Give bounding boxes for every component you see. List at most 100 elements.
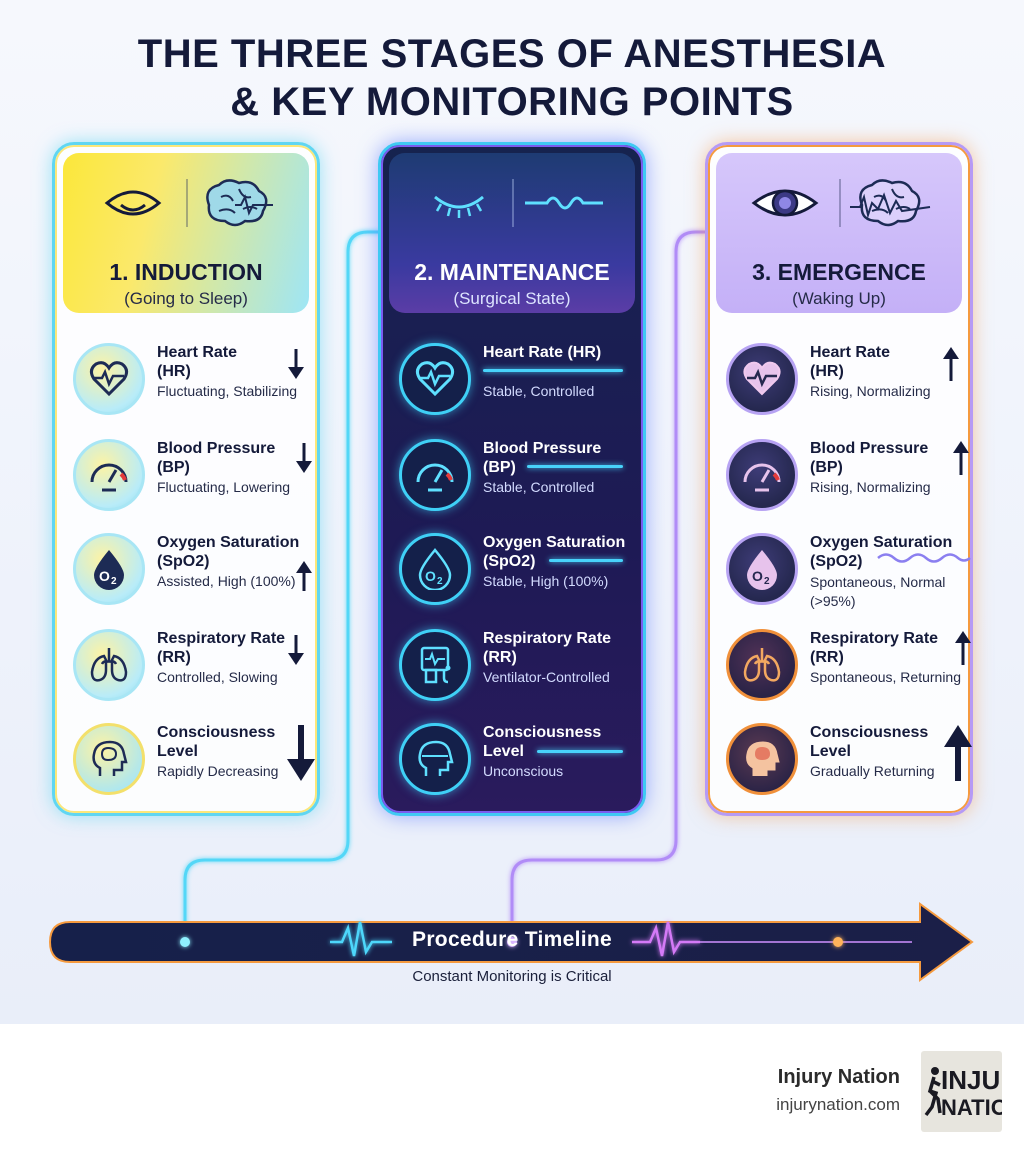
metric-name: Consciousness <box>483 724 602 741</box>
trend-down-arrow-icon <box>288 349 304 379</box>
trend-down-arrow-icon <box>288 635 304 665</box>
stable-line <box>549 559 623 562</box>
metric-status: Ventilator-Controlled <box>483 669 610 685</box>
metric-status: Stable, Controlled <box>483 479 595 495</box>
stage-panel-emergence: 3. EMERGENCE (Waking Up) Heart Rate(HR) … <box>705 142 973 816</box>
stage-subtitle: (Going to Sleep) <box>124 289 248 308</box>
svg-text:O: O <box>752 568 763 584</box>
metric-abbr: (SpO2) <box>157 553 210 570</box>
metric-name: Blood Pressure <box>810 440 929 457</box>
stage-title: 3. EMERGENCE <box>752 259 926 285</box>
stage-title: 1. INDUCTION <box>109 259 263 285</box>
trend-up-arrow-icon <box>955 631 971 665</box>
closed-eye-icon <box>429 175 489 231</box>
metric-status: Fluctuating, Lowering <box>157 479 291 495</box>
metric-name: Respiratory Rate <box>157 630 286 647</box>
running-figure-icon <box>924 1067 942 1117</box>
metric-row-respiratory-rate: Respiratory Rate (RR) Controlled, Slowing <box>73 625 307 705</box>
metric-abbr: (SpO2) <box>810 553 863 570</box>
metric-name: Blood Pressure <box>483 440 602 457</box>
infographic-canvas: THE THREE STAGES OF ANESTHESIA & KEY MON… <box>0 0 1024 1024</box>
svg-text:2: 2 <box>111 576 117 587</box>
timeline-note: Constant Monitoring is Critical <box>412 968 612 985</box>
metric-name: Heart Rate (HR) <box>483 344 602 361</box>
metric-name: Oxygen Saturation <box>483 534 626 551</box>
heart-icon <box>743 361 781 396</box>
trend-up-arrow-icon <box>953 441 969 475</box>
metric-row-blood-pressure: Blood Pressure (BP) Fluctuating, Lowering <box>73 435 312 515</box>
metric-abbr: (RR) <box>810 649 844 666</box>
timeline-label: Procedure Timeline <box>412 928 612 951</box>
metric-abbr: (SpO2) <box>483 553 536 570</box>
metric-name: Heart Rate <box>810 344 891 361</box>
metric-status: Assisted, High (100%) <box>157 573 296 589</box>
gauge-icon <box>90 463 128 492</box>
trend-up-large-arrow-icon <box>944 725 972 781</box>
stage-panel-maintenance: 2. MAINTENANCE (Surgical State) Heart Ra… <box>378 142 646 816</box>
connector-maintenance <box>510 230 706 942</box>
metric-abbr: (BP) <box>157 459 190 476</box>
metric-name: Consciousness <box>157 724 276 741</box>
metric-status: Spontaneous, Normal (>95%) <box>810 574 946 609</box>
metric-abbr: (RR) <box>483 649 517 666</box>
heart-icon <box>415 361 455 397</box>
metric-abbr: (RR) <box>157 649 191 666</box>
metric-name: Heart Rate <box>157 344 238 361</box>
connector-induction <box>183 230 380 942</box>
metric-name: Blood Pressure <box>157 440 276 457</box>
metric-abbr: (BP) <box>810 459 843 476</box>
metric-row-respiratory-rate: Respiratory Rate(RR) Spontaneous, Return… <box>726 625 971 705</box>
brand-logo: INJU NATIO <box>921 1051 1002 1132</box>
trend-up-arrow-icon <box>296 561 312 591</box>
heart-icon <box>89 361 129 397</box>
svg-text:O: O <box>99 568 110 584</box>
metric-abbr: (HR) <box>157 363 191 380</box>
svg-text:2: 2 <box>437 576 443 587</box>
metric-status: Stable, High (100%) <box>483 573 609 589</box>
ventilator-icon <box>420 646 451 684</box>
trend-wave-icon <box>877 553 971 563</box>
brand-url[interactable]: injurynation.com <box>776 1095 900 1114</box>
metric-row-heart-rate: Heart Rate(HR) Fluctuating, Stabilizing <box>73 339 307 419</box>
metric-status: Rising, Normalizing <box>810 479 931 495</box>
stable-line <box>537 750 623 753</box>
relaxed-eye-icon <box>103 175 163 231</box>
open-eye-icon <box>751 175 819 231</box>
stable-line <box>483 369 623 372</box>
title-line-1: THE THREE STAGES OF ANESTHESIA <box>137 32 887 76</box>
stage-header: 1. INDUCTION (Going to Sleep) <box>63 153 309 313</box>
flat-wave-icon <box>521 175 605 231</box>
lungs-icon <box>743 648 781 682</box>
stage-panel-induction: 1. INDUCTION (Going to Sleep) Heart Rate… <box>52 142 320 816</box>
svg-text:2: 2 <box>764 576 770 587</box>
logo-text-line-1: INJU <box>941 1065 1001 1095</box>
stage-subtitle: (Waking Up) <box>792 289 886 308</box>
logo-text-line-2: NATIO <box>941 1095 1002 1120</box>
metric-status: Spontaneous, Returning <box>810 669 961 685</box>
metric-abbr: Level <box>483 743 524 760</box>
pulse-wave-1 <box>330 921 392 957</box>
metric-abbr: Level <box>157 743 198 760</box>
gauge-icon <box>416 463 454 492</box>
trend-up-arrow-icon <box>943 347 959 381</box>
timeline-connectors <box>48 230 974 982</box>
title-line-2: & KEY MONITORING POINTS <box>230 80 794 124</box>
metric-status: Unconscious <box>483 763 564 779</box>
pulse-wave-2 <box>632 921 700 957</box>
metric-row-heart-rate: Heart Rate(HR) Rising, Normalizing <box>726 339 960 419</box>
metric-row-respiratory-rate: Respiratory Rate (RR) Ventilator-Controll… <box>399 625 633 705</box>
metric-status: Controlled, Slowing <box>157 669 278 685</box>
metric-name: Respiratory Rate <box>483 630 612 647</box>
metric-abbr: (BP) <box>483 459 516 476</box>
metric-status: Stable, Controlled <box>483 383 595 399</box>
head-outline-icon <box>418 740 454 776</box>
trend-down-arrow-icon <box>296 443 312 473</box>
brand-name: Injury Nation <box>777 1066 900 1088</box>
head-brain-icon <box>92 740 128 776</box>
